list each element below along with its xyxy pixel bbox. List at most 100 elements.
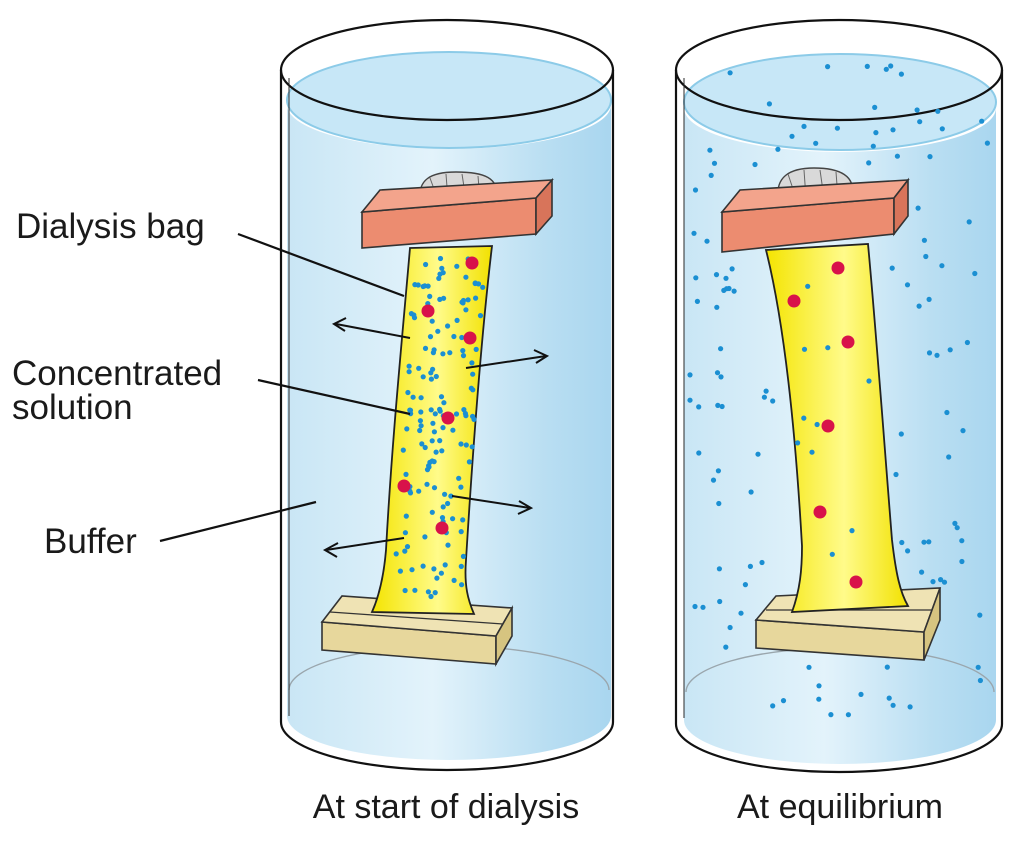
small-molecule (883, 66, 889, 72)
small-molecule (429, 438, 435, 444)
small-molecule (403, 513, 409, 519)
small-molecule (418, 423, 424, 429)
small-molecule (418, 395, 424, 401)
small-molecule (898, 71, 905, 77)
small-molecule (938, 577, 944, 583)
small-molecule (866, 160, 872, 166)
small-molecule (761, 394, 768, 400)
small-molecule (445, 542, 451, 548)
small-molecule (691, 230, 697, 236)
small-molecule (890, 702, 896, 708)
small-molecule (450, 427, 456, 433)
small-molecule (428, 370, 434, 376)
small-molecule (866, 378, 872, 384)
small-molecule (775, 146, 781, 152)
small-molecule (458, 563, 464, 570)
small-molecule (458, 441, 464, 447)
label-concentrated-solution: Concentrated solution (12, 354, 411, 427)
macromolecule (421, 304, 435, 318)
small-molecule (428, 376, 434, 382)
small-molecule (463, 307, 469, 313)
small-molecule (806, 664, 812, 670)
small-molecule (393, 551, 399, 557)
small-molecule (727, 624, 733, 631)
small-molecule (858, 691, 864, 698)
small-molecules-equilibrium (687, 63, 991, 718)
caption-start: At start of dialysis (313, 788, 579, 826)
small-molecule (905, 548, 911, 554)
concentrated-label-line1: Concentrated (12, 354, 222, 393)
small-molecule (984, 140, 991, 146)
macromolecule (465, 256, 479, 270)
small-molecule (914, 107, 920, 113)
small-molecule (714, 304, 720, 310)
macromolecule (435, 521, 449, 535)
small-molecule (915, 205, 921, 211)
small-molecule (425, 589, 431, 595)
small-molecule (813, 140, 819, 146)
small-molecule (428, 593, 434, 600)
top-clamp-start (360, 171, 554, 249)
small-molecule (789, 133, 795, 139)
small-molecule (420, 374, 426, 380)
small-molecule (947, 347, 953, 353)
small-molecule (445, 323, 451, 329)
small-molecule (439, 448, 445, 454)
small-molecule (692, 603, 698, 610)
small-molecule (432, 590, 438, 596)
small-molecule (453, 411, 460, 417)
small-molecule (466, 459, 472, 465)
small-molecule (939, 126, 945, 132)
small-molecule (893, 471, 899, 478)
small-molecule (412, 587, 418, 593)
small-molecule (448, 493, 454, 499)
small-molecule (415, 282, 421, 288)
small-molecule (748, 489, 754, 495)
small-molecule (888, 63, 894, 69)
small-molecule (404, 426, 410, 432)
small-molecule (809, 449, 815, 455)
small-molecule (716, 500, 722, 507)
small-molecule (894, 153, 901, 159)
macromolecule (441, 411, 455, 425)
small-molecule (898, 431, 904, 437)
small-molecule (430, 420, 436, 426)
small-molecule (935, 108, 941, 114)
buffer-surface-start (286, 51, 612, 149)
small-molecule (469, 444, 475, 450)
small-molecule (460, 553, 466, 560)
small-molecule (417, 418, 423, 424)
small-molecule (719, 403, 725, 410)
small-molecule (873, 130, 879, 136)
small-molecule (437, 438, 443, 444)
macromolecule (397, 479, 411, 493)
small-molecule (954, 525, 960, 531)
small-molecule (966, 219, 972, 225)
small-molecule (408, 311, 414, 317)
small-molecule (919, 569, 925, 575)
small-molecule (917, 119, 923, 125)
buffer-label: Buffer (44, 522, 137, 561)
small-molecule (440, 425, 446, 431)
small-molecule (759, 559, 765, 566)
small-molecule (427, 334, 434, 340)
label-buffer: Buffer (44, 500, 317, 561)
small-molecule (713, 272, 720, 278)
macromolecule (463, 331, 477, 345)
small-molecule (780, 698, 787, 704)
small-molecule (704, 238, 710, 244)
small-molecule (692, 187, 699, 193)
diffusion-arrows (322, 317, 550, 558)
small-molecule (405, 389, 411, 396)
small-molecule (946, 454, 952, 460)
small-molecule (406, 369, 412, 375)
small-molecule (763, 388, 769, 394)
small-molecule (477, 313, 484, 319)
small-molecule (930, 579, 936, 585)
small-molecule (416, 488, 422, 494)
small-molecule (916, 303, 922, 309)
small-molecule (825, 345, 831, 351)
small-molecule (723, 275, 729, 281)
small-molecule (729, 266, 735, 272)
small-molecule (959, 558, 965, 565)
